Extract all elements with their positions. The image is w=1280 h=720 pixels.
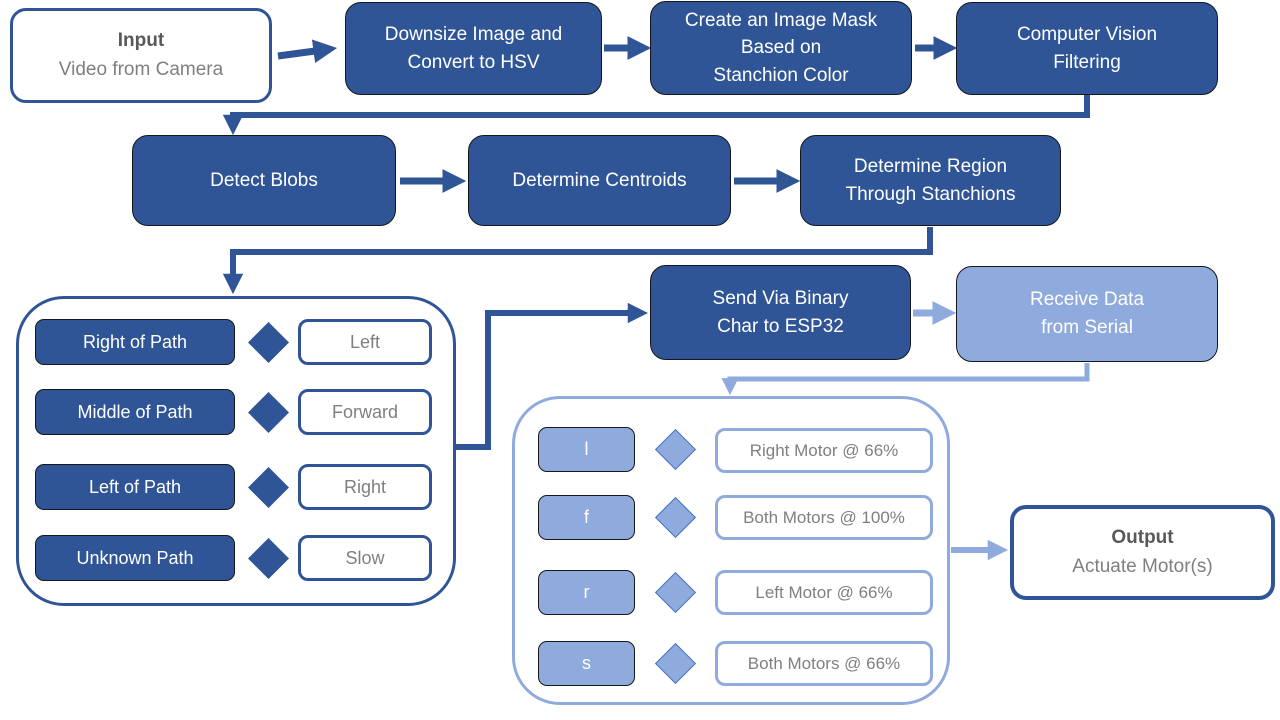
decision-action-right: Right [298, 464, 432, 510]
decision-condition-middle-of-path: Middle of Path [35, 389, 235, 435]
elbow-cvfilter-to-detectblobs [222, 95, 1090, 136]
command-action-left-motor: Left Motor @ 66% [715, 570, 933, 615]
arrow-input-to-downsize [277, 39, 338, 64]
command-action-both-motors-100: Both Motors @ 100% [715, 495, 933, 540]
command-char-l: l [538, 427, 635, 472]
node-receive-serial: Receive Data from Serial [956, 266, 1218, 362]
decision-action-slow: Slow [298, 535, 432, 581]
decision-action-left: Left [298, 319, 432, 365]
decision-condition-unknown-path: Unknown Path [35, 535, 235, 581]
elbow-region-to-decision-group [222, 227, 933, 295]
node-send-esp32: Send Via Binary Char to ESP32 [650, 265, 911, 360]
node-output: Output Actuate Motor(s) [1010, 505, 1275, 600]
command-action-right-motor: Right Motor @ 66% [715, 428, 933, 473]
elbow-decision-group-to-send [455, 302, 649, 450]
output-subtitle: Actuate Motor(s) [1072, 555, 1213, 577]
decision-map-group [16, 296, 456, 606]
command-char-s: s [538, 641, 635, 686]
node-detect-blobs: Detect Blobs [132, 135, 396, 226]
decision-condition-right-of-path: Right of Path [35, 319, 235, 365]
elbow-receive-to-command-group [721, 363, 1090, 396]
command-action-both-motors-66: Both Motors @ 66% [715, 641, 933, 686]
decision-action-forward: Forward [298, 389, 432, 435]
command-char-r: r [538, 570, 635, 615]
input-title: Input [117, 30, 165, 51]
serial-command-map-group [512, 396, 950, 705]
decision-condition-left-of-path: Left of Path [35, 464, 235, 510]
node-determine-centroids: Determine Centroids [468, 135, 731, 226]
input-subtitle: Video from Camera [58, 58, 224, 80]
node-determine-region: Determine Region Through Stanchions [800, 135, 1061, 226]
command-char-f: f [538, 495, 635, 540]
node-input: Input Video from Camera [10, 8, 272, 103]
output-title: Output [1111, 527, 1174, 548]
node-downsize-hsv: Downsize Image and Convert to HSV [345, 2, 602, 95]
node-cv-filtering: Computer Vision Filtering [956, 2, 1218, 95]
node-image-mask: Create an Image Mask Based on Stanchion … [650, 1, 912, 95]
